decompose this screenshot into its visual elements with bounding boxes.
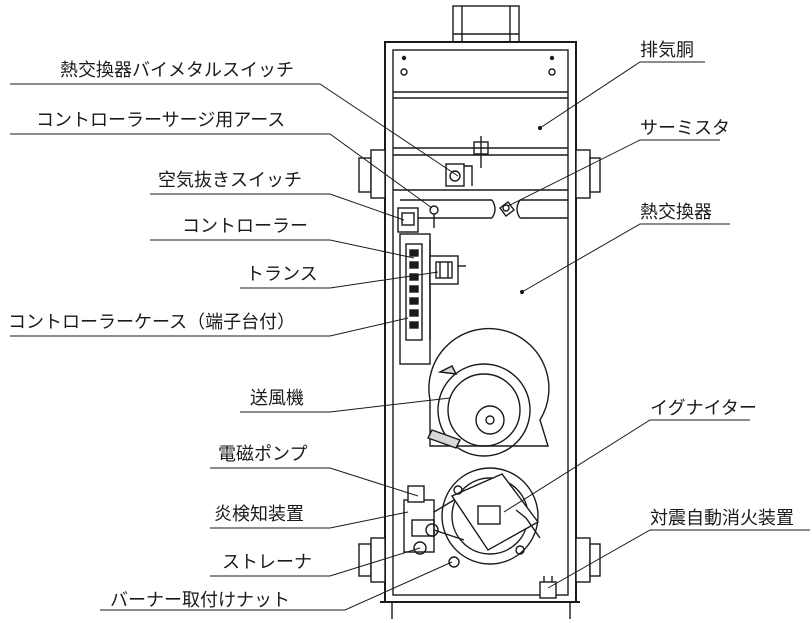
air-vent-switch: [397, 205, 439, 233]
label-blower: 送風機: [250, 388, 304, 409]
label-air-vent-switch: 空気抜きスイッチ: [158, 170, 302, 191]
label-controller-case: コントローラーケース（端子台付）: [8, 312, 296, 333]
label-heat-exchanger-bimetal-switch: 熱交換器バイメタルスイッチ: [60, 60, 294, 81]
label-heat-exchanger: 熱交換器: [640, 202, 712, 223]
quake-shutoff: [539, 576, 557, 599]
pump-assembly: [403, 485, 465, 568]
burner-assembly: [441, 467, 541, 565]
label-solenoid-pump: 電磁ポンプ: [218, 444, 308, 465]
label-flame-detector: 炎検知装置: [214, 504, 304, 525]
label-quake-shutoff: 対震自動消火装置: [650, 508, 794, 529]
controller-case: [399, 233, 431, 365]
label-strainer: ストレーナ: [222, 552, 312, 573]
label-transformer: トランス: [246, 264, 318, 285]
label-exhaust-drum: 排気胴: [640, 40, 694, 61]
bimetal-switch: [445, 136, 489, 187]
label-burner-nut: バーナー取付けナット: [110, 590, 290, 611]
leader-lines-right: [503, 61, 810, 589]
leader-lines-left: [10, 83, 459, 611]
transformer: [429, 255, 466, 285]
label-igniter: イグナイター: [650, 398, 757, 419]
label-controller-surge-earth: コントローラーサージ用アース: [36, 110, 286, 131]
side-fittings: [358, 149, 601, 583]
label-thermistor: サーミスタ: [640, 118, 730, 139]
label-controller: コントローラー: [182, 216, 308, 237]
blower: [427, 327, 550, 457]
chimney: [452, 5, 520, 43]
thermistor: [499, 201, 515, 217]
